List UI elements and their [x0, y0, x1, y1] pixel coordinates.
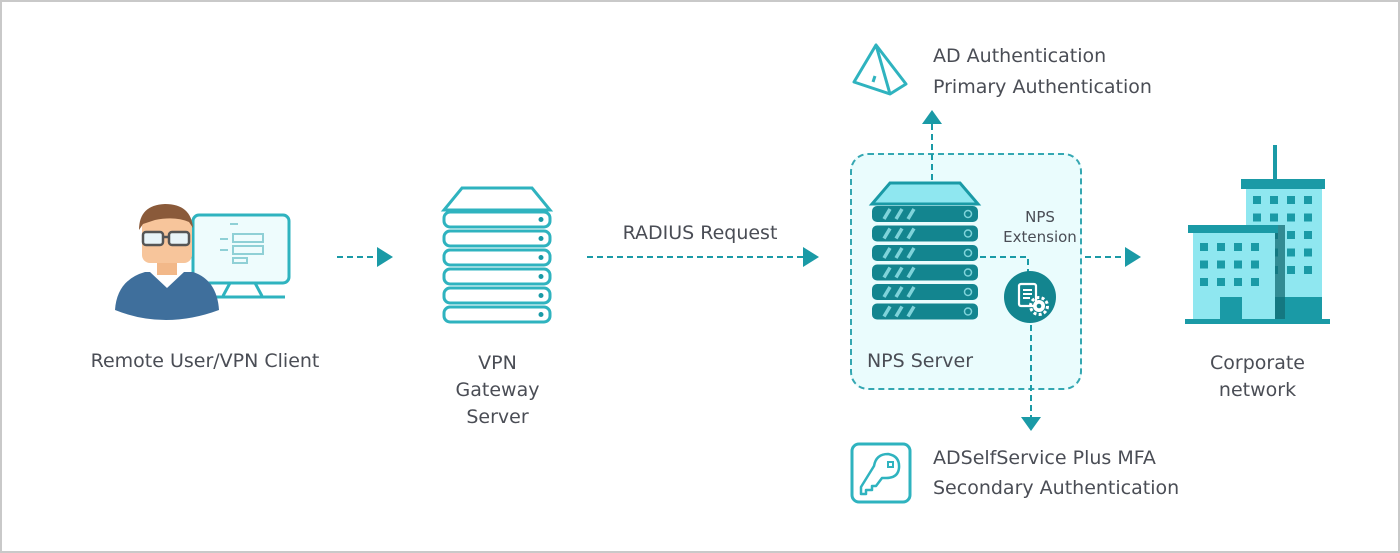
- building-window: [1253, 213, 1261, 222]
- server-slot: [442, 248, 552, 267]
- arrow-user-to-vpn: [337, 247, 393, 267]
- corporate-label: Corporate network: [1190, 350, 1325, 404]
- server-stripe: [894, 208, 904, 220]
- building-window: [1200, 278, 1208, 286]
- building-window: [1234, 278, 1242, 286]
- server-led: [538, 255, 544, 260]
- building-window: [1251, 243, 1259, 251]
- vpn-gateway-label: VPN Gateway Server: [430, 350, 565, 431]
- building-window: [1217, 260, 1225, 269]
- building-window: [1304, 213, 1312, 222]
- building-window: [1200, 260, 1208, 269]
- server-slot: [442, 286, 552, 305]
- server-stripe: [894, 286, 904, 298]
- server-stripe: [906, 305, 916, 318]
- arrow-extension-to-mfa: [1021, 325, 1041, 431]
- nps-extension-label-line: Extension: [1003, 228, 1077, 246]
- server-stripe: [882, 266, 892, 279]
- nps-extension-label: NPS Extension: [1000, 207, 1080, 247]
- server-slot: [442, 210, 552, 229]
- server-stripe: [894, 266, 904, 279]
- server-rack-icon: [868, 181, 982, 320]
- building-window: [1234, 260, 1242, 269]
- remote-user-label: Remote User/VPN Client: [90, 350, 320, 372]
- nps-extension-label-line: NPS: [1025, 208, 1055, 226]
- server-stripe: [894, 227, 904, 240]
- server-stripe: [906, 286, 916, 298]
- server-led: [963, 229, 973, 238]
- buildings-icon: [1185, 145, 1330, 324]
- document-gear-icon: [1004, 271, 1056, 323]
- server-led: [963, 248, 973, 258]
- ad-auth-title: AD Authentication: [933, 45, 1107, 67]
- server-led: [538, 236, 544, 241]
- building-window: [1287, 231, 1295, 239]
- building-window: [1304, 248, 1312, 257]
- radius-request-label: RADIUS Request: [622, 222, 778, 244]
- building-window: [1270, 213, 1278, 222]
- building-window: [1217, 243, 1225, 251]
- user-at-computer-icon: [115, 204, 291, 320]
- mfa-title: ADSelfService Plus MFA: [933, 447, 1156, 469]
- building-window: [1253, 196, 1261, 204]
- server-stripe: [882, 208, 892, 220]
- building-window: [1287, 196, 1295, 204]
- building-window: [1234, 243, 1242, 251]
- server-stripe: [882, 286, 892, 298]
- server-led: [538, 312, 544, 317]
- building-window: [1217, 278, 1225, 286]
- server-stripe: [906, 247, 916, 259]
- key-icon: [850, 442, 912, 504]
- building-window: [1251, 260, 1259, 269]
- server-slot: [442, 267, 552, 286]
- server-stripe: [906, 266, 916, 279]
- building-window: [1251, 278, 1259, 286]
- server-stripe: [906, 227, 916, 240]
- server-led: [538, 274, 544, 279]
- server-stripe: [894, 247, 904, 259]
- arrow-nps-to-ad: [922, 110, 942, 184]
- arrow-vpn-to-nps: [587, 247, 819, 267]
- building-window: [1304, 196, 1312, 204]
- server-slot: [442, 305, 552, 324]
- nps-server-label: NPS Server: [866, 350, 974, 372]
- arrow-nps-to-corporate: [1085, 247, 1141, 267]
- server-stripe: [894, 305, 904, 318]
- building-window: [1287, 266, 1295, 274]
- server-stripe: [882, 227, 892, 240]
- vpn-gateway-label-line: VPN: [478, 352, 517, 374]
- ad-auth-subtitle: Primary Authentication: [933, 76, 1152, 98]
- building-window: [1270, 196, 1278, 204]
- server-stripe: [882, 305, 892, 318]
- corporate-label-line: network: [1218, 379, 1297, 401]
- server-led: [963, 268, 973, 277]
- server-led: [538, 293, 544, 298]
- server-slot: [442, 229, 552, 248]
- server-led: [963, 307, 973, 316]
- mfa-subtitle: Secondary Authentication: [933, 477, 1180, 499]
- building-window: [1287, 248, 1295, 257]
- building-window: [1304, 231, 1312, 239]
- server-led: [963, 209, 973, 219]
- server-led: [538, 217, 544, 222]
- server-stripe: [882, 247, 892, 259]
- corporate-label-line: Corporate: [1210, 352, 1305, 374]
- server-stripe: [906, 208, 916, 220]
- vpn-gateway-label-line: Gateway: [455, 379, 540, 401]
- pyramid-icon: [852, 43, 908, 96]
- building-window: [1304, 266, 1312, 274]
- vpn-gateway-label-line: Server: [466, 406, 529, 428]
- building-window: [1200, 243, 1208, 251]
- server-rack-icon: [440, 186, 554, 324]
- server-led: [963, 287, 973, 297]
- building-window: [1287, 213, 1295, 222]
